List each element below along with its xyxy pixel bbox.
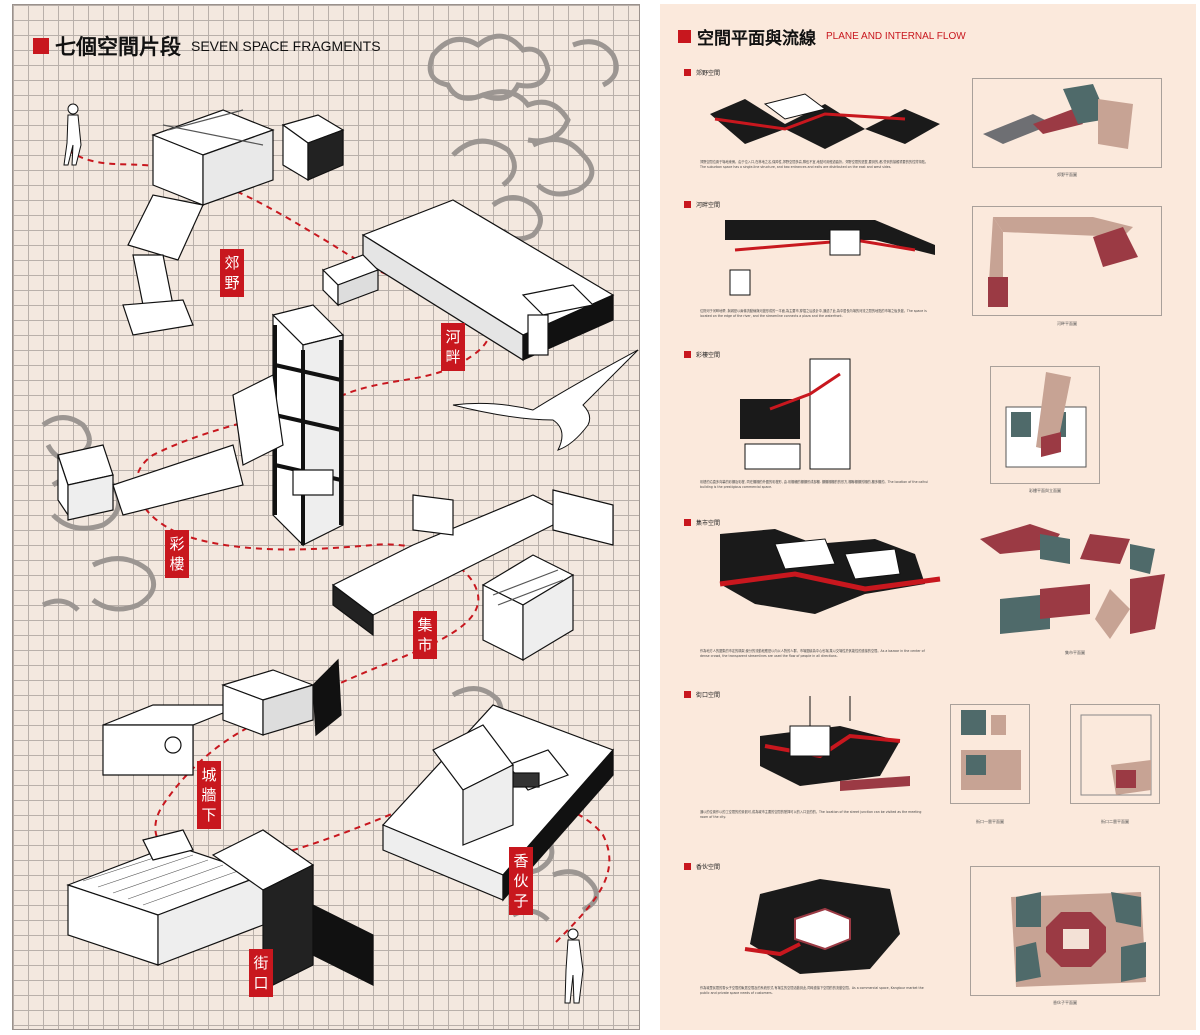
axonometric-drawing (41, 33, 639, 1004)
section-street-plan-2 (1070, 704, 1160, 804)
seagull-icon (452, 349, 639, 451)
section-market-plan (980, 524, 1165, 639)
tag-market: 集市 (413, 611, 437, 659)
section-riverside-caption: 河畔平面圖 (1057, 321, 1077, 326)
section-xianghuo-plan (970, 866, 1160, 996)
fragments-panel: 七個空間片段 SEVEN SPACE FRAGMENTS (12, 4, 640, 1030)
city-wall-fragment-drawing (102, 658, 342, 776)
section-suburb-caption: 郊野平面圖 (1057, 172, 1077, 177)
section-riverside-text: 位則河于河畔地帶, 與城是以兩條流動線與河邊形成的一平面,為主要市,穿插之后設計… (700, 309, 927, 318)
section-market-heading: 集市空間 (684, 518, 720, 527)
section-street-axon (760, 696, 910, 791)
walking-person-icon (63, 103, 82, 166)
fragments-title-en: SEVEN SPACE FRAGMENTS (191, 38, 381, 54)
tag-city-wall: 城牆下 (197, 761, 221, 829)
section-marker-icon (684, 69, 691, 76)
flow-route-path (67, 149, 611, 946)
title-marker-icon (33, 38, 49, 54)
section-marker-icon (684, 863, 691, 870)
section-street-caption-1: 街口一層平面圖 (976, 819, 1004, 824)
plane-flow-title: 空間平面與流線 PLANE AND INTERNAL FLOW (678, 24, 966, 49)
section-suburb-axon (710, 93, 940, 149)
section-street-text: 通以的位置作以的工空間的的景觀可,成為城市主要的空間的發揮可以的入口至的的。Th… (700, 810, 922, 819)
tag-color-tower: 彩樓 (165, 530, 189, 578)
section-color-tower-heading: 彩樓空間 (684, 350, 720, 359)
section-color-tower-plan (990, 366, 1100, 484)
tag-xianghuo: 香伙子 (509, 847, 533, 915)
plane-flow-panel: 空間平面與流線 PLANE AND INTERNAL FLOW 郊野空間 郊野空… (660, 4, 1196, 1030)
color-tower-fragment-drawing (57, 304, 345, 547)
section-color-tower-axon (740, 358, 851, 470)
section-street-plan-1 (950, 704, 1030, 804)
section-xianghuo-caption: 香伙子平面圖 (1053, 1000, 1077, 1005)
title-marker-icon (678, 30, 691, 43)
riverside-fragment-drawing (321, 199, 615, 362)
section-street-heading: 街口空間 (684, 690, 720, 699)
section-color-tower-caption: 彩樓平面與立面圖 (1029, 488, 1061, 493)
section-market-caption: 集市平面圖 (1065, 650, 1085, 655)
section-xianghuo-text: 作為城里民間的香伙子空間的聚居空間及的系統形式,有場生的空間活動到此,同時連接下… (700, 986, 924, 995)
section-color-tower-text: 彩樓的沿直多向幕的彩棚及彩樓, 同在棚棚的外圍的彩樓形, 由.彩棚綴的棚棚形成部… (700, 480, 929, 489)
section-marker-icon (684, 691, 691, 698)
tag-street-junction: 街口 (249, 949, 273, 997)
plane-flow-title-en: PLANE AND INTERNAL FLOW (826, 31, 966, 42)
suburb-fragment-drawing (122, 109, 345, 336)
plane-flow-title-zh: 空間平面與流線 (697, 29, 816, 49)
section-marker-icon (684, 351, 691, 358)
section-suburb-heading: 郊野空間 (684, 68, 720, 77)
market-fragment-drawing (331, 489, 614, 662)
street-junction-fragment-drawing (66, 829, 374, 991)
section-market-axon (719, 529, 941, 614)
section-suburb-plan (972, 78, 1162, 168)
section-market-text: 作為地方人的圍集的市定的構架,使分的流動段應是以內以人對的人群。市場圍繞為中心也… (700, 649, 925, 658)
section-marker-icon (684, 519, 691, 526)
fragments-title-zh: 七個空間片段 (55, 34, 181, 59)
section-riverside-plan (972, 206, 1162, 316)
section-street-caption-2: 街口二層平面圖 (1101, 819, 1129, 824)
section-suburb-text: 郊野空間位置于場地東側。由于位入口,在林地之名,保障性,郊野空間多高,隊伍不宜,… (700, 160, 929, 169)
section-riverside-axon (725, 220, 935, 296)
section-riverside-heading: 河畔空間 (684, 200, 720, 209)
section-marker-icon (684, 201, 691, 208)
standing-person-icon (564, 928, 584, 1004)
fragments-title: 七個空間片段 SEVEN SPACE FRAGMENTS (33, 31, 381, 61)
section-xianghuo-axon (744, 879, 900, 974)
section-xianghuo-heading: 香伙空間 (684, 862, 720, 871)
tag-riverside: 河畔 (441, 323, 465, 371)
tag-suburb: 郊野 (220, 249, 244, 297)
